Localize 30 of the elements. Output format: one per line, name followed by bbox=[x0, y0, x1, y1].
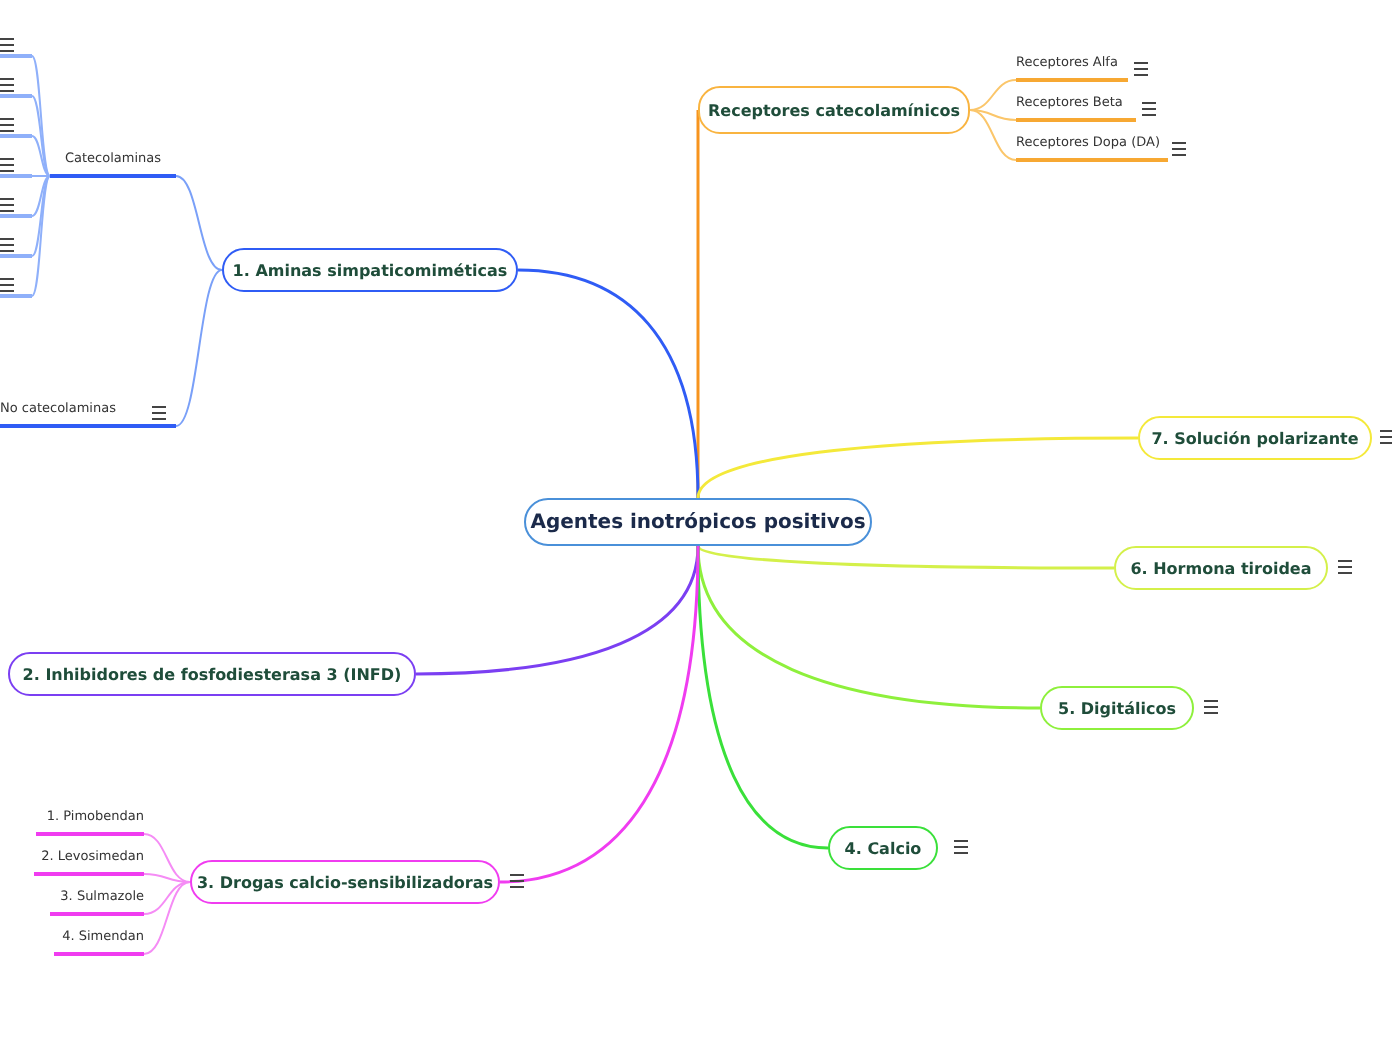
topic-box: 6. Hormona tiroidea bbox=[1114, 546, 1328, 590]
connector-line bbox=[143, 881, 191, 915]
connector-line bbox=[143, 873, 191, 883]
connector-line bbox=[31, 95, 51, 177]
connector-line bbox=[517, 268, 700, 499]
topic-box: 3. Drogas calcio-sensibilizadoras bbox=[190, 860, 500, 904]
connector-line bbox=[499, 545, 700, 884]
connector-line bbox=[31, 55, 51, 177]
connector-line bbox=[31, 175, 51, 177]
topic-box: 1. Aminas simpaticomiméticas bbox=[222, 248, 518, 292]
connector-line bbox=[969, 109, 1017, 121]
connector-line bbox=[31, 175, 51, 257]
topic-box: 7. Solución polarizante bbox=[1138, 416, 1372, 460]
connector-line bbox=[175, 269, 223, 427]
connector-line bbox=[969, 79, 1017, 111]
connector-line bbox=[31, 175, 51, 217]
topic-box: 5. Digitálicos bbox=[1040, 686, 1194, 730]
connector-line bbox=[175, 175, 223, 271]
topic-box: 2. Inhibidores de fosfodiesterasa 3 (INFD) bbox=[8, 652, 416, 696]
connector-line bbox=[696, 544, 1114, 570]
connector-line bbox=[31, 175, 51, 297]
connector-line bbox=[696, 545, 829, 850]
connector-line bbox=[696, 436, 1138, 499]
topic-box: Receptores catecolamínicos bbox=[698, 86, 970, 134]
connector-line bbox=[31, 135, 51, 177]
topic-box: 4. Calcio bbox=[828, 826, 938, 870]
central-topic: Agentes inotrópicos positivos bbox=[524, 498, 872, 546]
connector-line bbox=[143, 833, 191, 883]
connector-line bbox=[143, 881, 191, 955]
connector-line bbox=[969, 109, 1017, 161]
